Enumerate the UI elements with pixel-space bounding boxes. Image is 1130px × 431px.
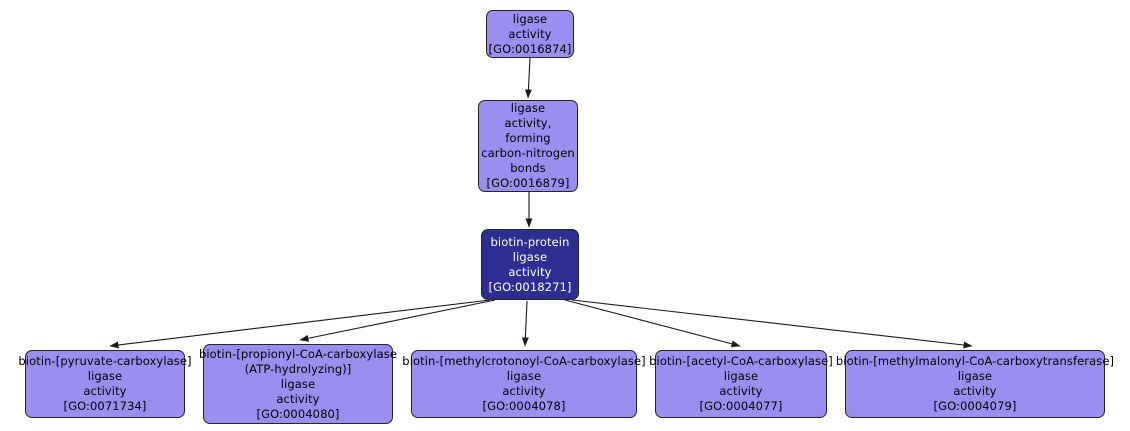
go-node-label-line: activity [508, 26, 552, 41]
go-node-label-line: ligase [512, 11, 548, 26]
go-node-label-line: biotin-[propionyl-CoA-carboxylase [198, 346, 398, 361]
go-node-biotin-methylmalonyl-coa-carboxytransferase-ligase-activity[interactable]: biotin-[methylmalonyl-CoA-carboxytransfe… [836, 350, 1114, 418]
go-node-label-line: activity [953, 384, 997, 398]
go-node-label-line: [GO:0004077] [699, 399, 783, 413]
edge-ligase-to-carbon-nitrogen [524, 57, 532, 99]
go-node-label-line: biotin-[pyruvate-carboxylase] [18, 354, 192, 368]
go-node-label-line: [GO:0016874] [488, 41, 572, 56]
go-node-label-line: [GO:0018271] [488, 279, 572, 294]
go-node-label-line: biotin-[methylcrotonoyl-CoA-carboxylase] [402, 354, 646, 368]
go-node-label-line: ligase [510, 101, 546, 115]
go-node-label-line: activity, [504, 116, 552, 130]
edge-biotin-protein-to-pyruvate [109, 299, 491, 349]
edge-biotin-protein-to-methylmalonyl [571, 299, 973, 349]
go-node-label-line: biotin-protein [490, 234, 570, 249]
go-node-label-line: ligase [512, 249, 548, 264]
go-node-label-line: biotin-[methylmalonyl-CoA-carboxytransfe… [835, 354, 1115, 368]
edge-biotin-protein-to-propionyl [299, 299, 496, 342]
edge-biotin-protein-to-acetyl [564, 299, 741, 348]
edge-biotin-protein-to-methylcrotonoyl [521, 300, 529, 347]
go-node-label-line: activity [502, 384, 546, 398]
go-node-label-line: ligase [506, 369, 542, 383]
go-node-label-line: (ATP-hydrolyzing)] [244, 361, 352, 376]
go-node-label-line: [GO:0016879] [486, 176, 570, 190]
go-node-biotin-methylcrotonoyl-coa-carboxylase-ligase-activity[interactable]: biotin-[methylcrotonoyl-CoA-carboxylase]… [402, 350, 646, 418]
go-node-label-line: ligase [87, 369, 123, 383]
go-node-label-line: [GO:0004078] [482, 399, 566, 413]
go-node-label-line: forming [505, 131, 551, 145]
go-node-label-line: biotin-[acetyl-CoA-carboxylase] [649, 354, 833, 368]
go-node-label-line: carbon-nitrogen [481, 146, 575, 160]
go-node-label-line: ligase [957, 369, 993, 383]
go-node-label-line: activity [276, 391, 320, 406]
go-node-label-line: ligase [280, 376, 316, 391]
go-node-label-line: [GO:0004079] [933, 399, 1017, 413]
go-node-label-line: activity [719, 384, 763, 398]
go-node-label-line: ligase [723, 369, 759, 383]
go-node-biotin-propionyl-coa-carboxylase-atp-hydrolyzing-ligase-activity[interactable]: biotin-[propionyl-CoA-carboxylase(ATP-hy… [199, 344, 397, 424]
go-node-label-line: bonds [510, 161, 546, 175]
go-node-label-line: [GO:0071734] [63, 399, 147, 413]
go-node-label-line: [GO:0004080] [256, 406, 340, 421]
go-node-label-line: activity [83, 384, 127, 398]
go-node-label-line: activity [508, 264, 552, 279]
